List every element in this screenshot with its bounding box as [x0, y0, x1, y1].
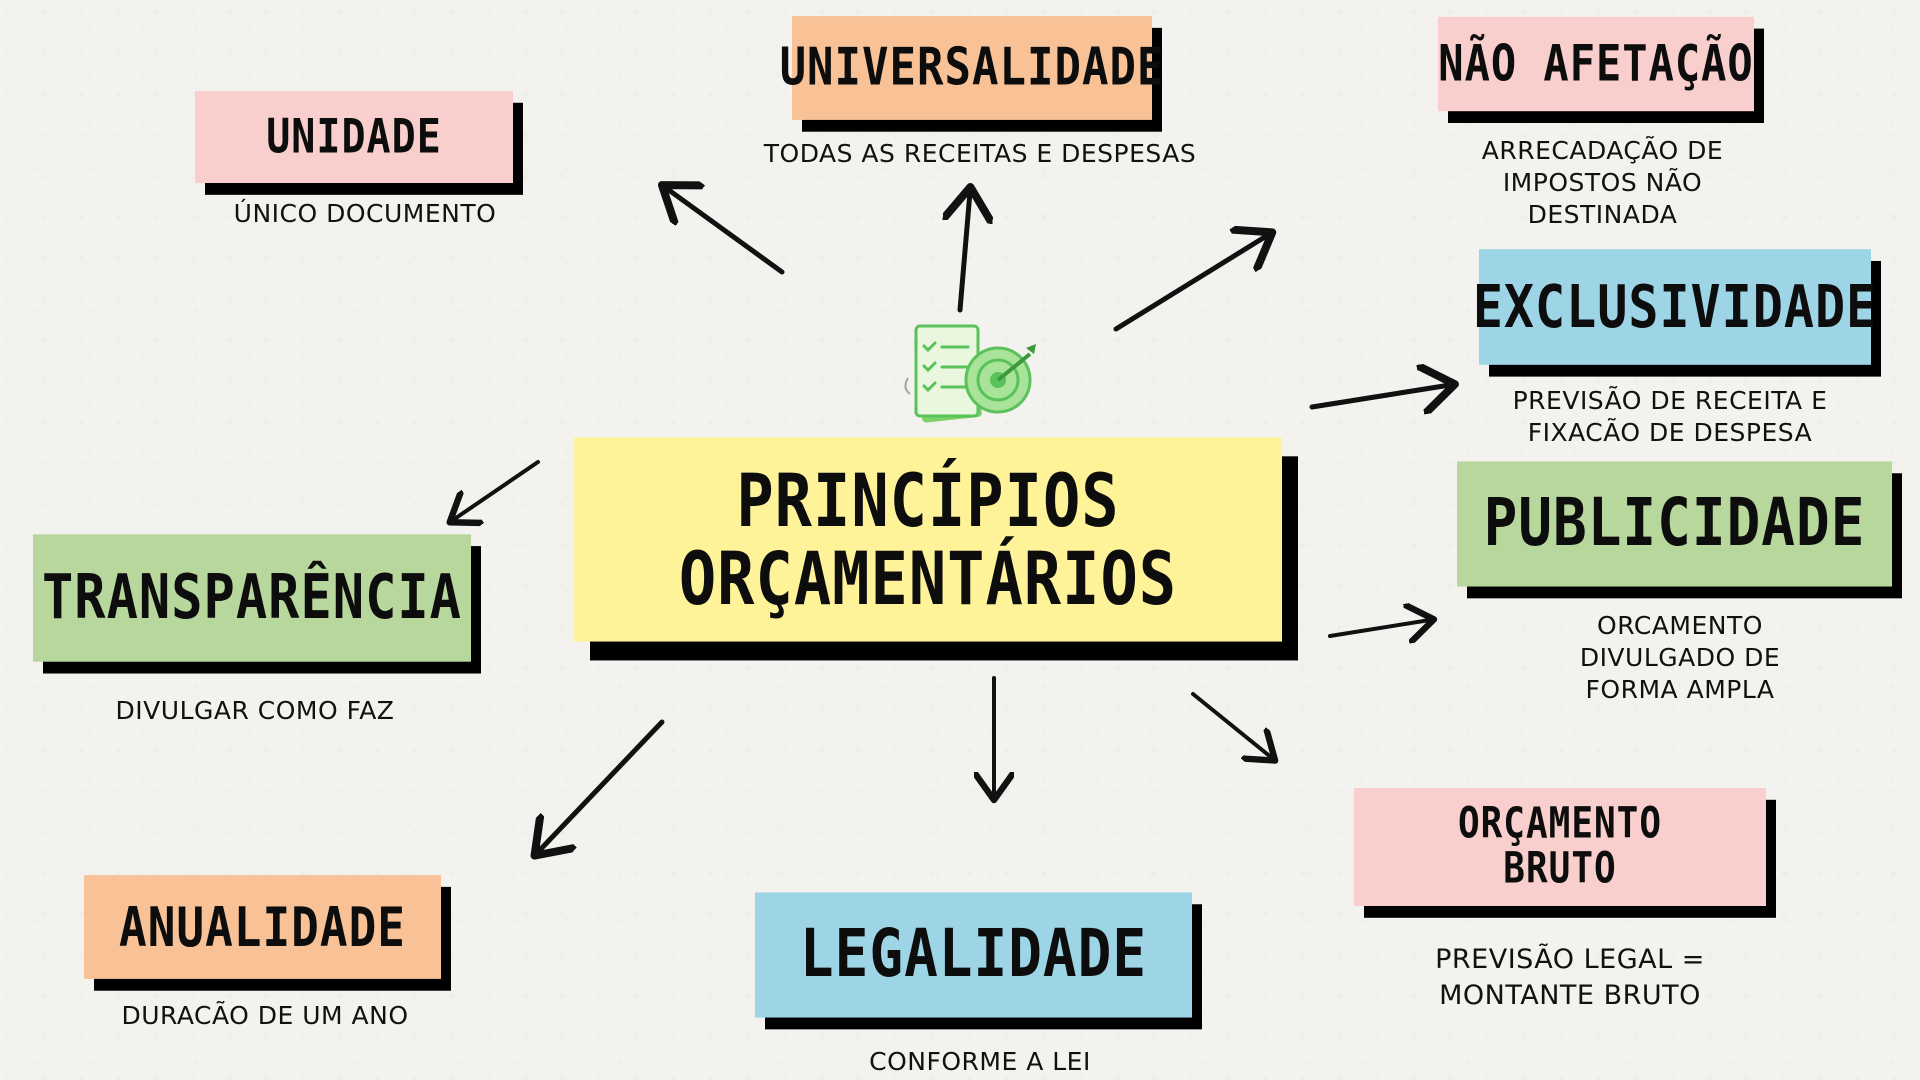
arrow-to-transparencia	[453, 460, 540, 520]
legalidade-description: CONFORME A LEI	[869, 1047, 1091, 1076]
nao-afetacao-title: NÃO AFETAÇÃO	[1438, 34, 1754, 93]
checklist-target-icon	[904, 324, 1036, 423]
arrow-to-universalidade	[960, 192, 970, 313]
arrow-to-nao-afetacao	[1113, 235, 1268, 332]
legalidade-card: LEGALIDADE	[755, 892, 1192, 1018]
anualidade-title: ANUALIDADE	[119, 894, 406, 959]
publicidade-description: ORCAMENTO DIVULGADO DE FORMA AMPLA	[1579, 611, 1781, 704]
arrow-to-publicidade	[1328, 620, 1430, 636]
exclusividade-card: EXCLUSIVIDADE	[1473, 249, 1876, 365]
anualidade-card: ANUALIDADE	[84, 875, 441, 979]
arrow-to-exclusividade	[1309, 385, 1450, 407]
exclusividade-title: EXCLUSIVIDADE	[1472, 272, 1878, 341]
unidade-title: UNIDADE	[266, 109, 442, 165]
arrow-to-orcamento-bruto	[1191, 692, 1272, 758]
anualidade-description: DURACÃO DE UM ANO	[121, 1001, 409, 1030]
orcamento-bruto-card: ORÇAMENTO BRUTO	[1354, 788, 1766, 906]
center-title-line1: PRINCÍPIOS	[736, 457, 1120, 545]
nao-afetacao-card: NÃO AFETAÇÃO	[1438, 16, 1754, 112]
orcamento-bruto-title-line1: ORÇAMENTO	[1457, 800, 1663, 849]
universalidade-card: UNIVERSALIDADE	[780, 16, 1163, 120]
universalidade-description: TODAS AS RECEITAS E DESPESAS	[763, 139, 1197, 168]
arrow-to-anualidade	[538, 719, 665, 852]
unidade-description: ÚNICO DOCUMENTO	[233, 199, 497, 228]
universalidade-title: UNIVERSALIDADE	[779, 37, 1165, 98]
publicidade-card: PUBLICIDADE	[1457, 461, 1892, 587]
publicidade-title: PUBLICIDADE	[1483, 484, 1866, 562]
orcamento-bruto-description: PREVISÃO LEGAL = MONTANTE BRUTO	[1435, 944, 1705, 1011]
legalidade-title: LEGALIDADE	[799, 915, 1148, 993]
transparencia-card: TRANSPARÊNCIA	[33, 534, 471, 662]
exclusividade-description: PREVISÃO DE RECEITA E FIXACÃO DE DESPESA	[1512, 386, 1828, 447]
arrow-to-unidade	[666, 188, 785, 275]
center-title-line2: ORÇAMENTÁRIOS	[678, 534, 1178, 621]
orcamento-bruto-title-line2: BRUTO	[1503, 844, 1617, 894]
transparencia-title: TRANSPARÊNCIA	[42, 562, 462, 634]
nao-afetacao-description: ARRECADAÇÃO DE IMPOSTOS NÃO DESTINADA	[1481, 136, 1724, 229]
unidade-card: UNIDADE	[195, 90, 513, 184]
transparencia-description: DIVULGAR COMO FAZ	[115, 696, 395, 725]
center-title-card: PRINCÍPIOS ORÇAMENTÁRIOS	[574, 437, 1282, 642]
